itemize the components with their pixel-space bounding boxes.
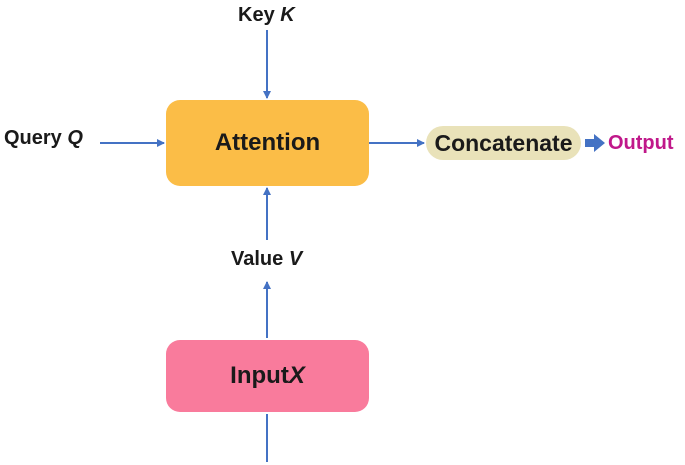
key-symbol: K: [280, 4, 295, 26]
key-label-text: Key: [238, 4, 281, 26]
query-label-text: Query: [4, 127, 68, 149]
input-label-text: Input: [230, 362, 289, 389]
value-label: Value V: [231, 249, 302, 269]
value-symbol: V: [288, 248, 303, 270]
query-symbol: Q: [67, 127, 83, 149]
concatenate-box: Concatenate: [426, 126, 581, 160]
key-label: Key K: [238, 5, 295, 25]
concatenate-label: Concatenate: [434, 129, 573, 156]
output-label: Output: [608, 132, 674, 154]
input-box: Input X: [166, 340, 369, 412]
concatenate-to-output-arrow: [585, 134, 605, 152]
value-label-text: Value: [231, 248, 289, 270]
input-symbol: X: [288, 362, 305, 389]
attention-label: Attention: [214, 129, 321, 156]
query-label: Query Q: [4, 128, 83, 148]
attention-box: Attention: [166, 100, 369, 186]
